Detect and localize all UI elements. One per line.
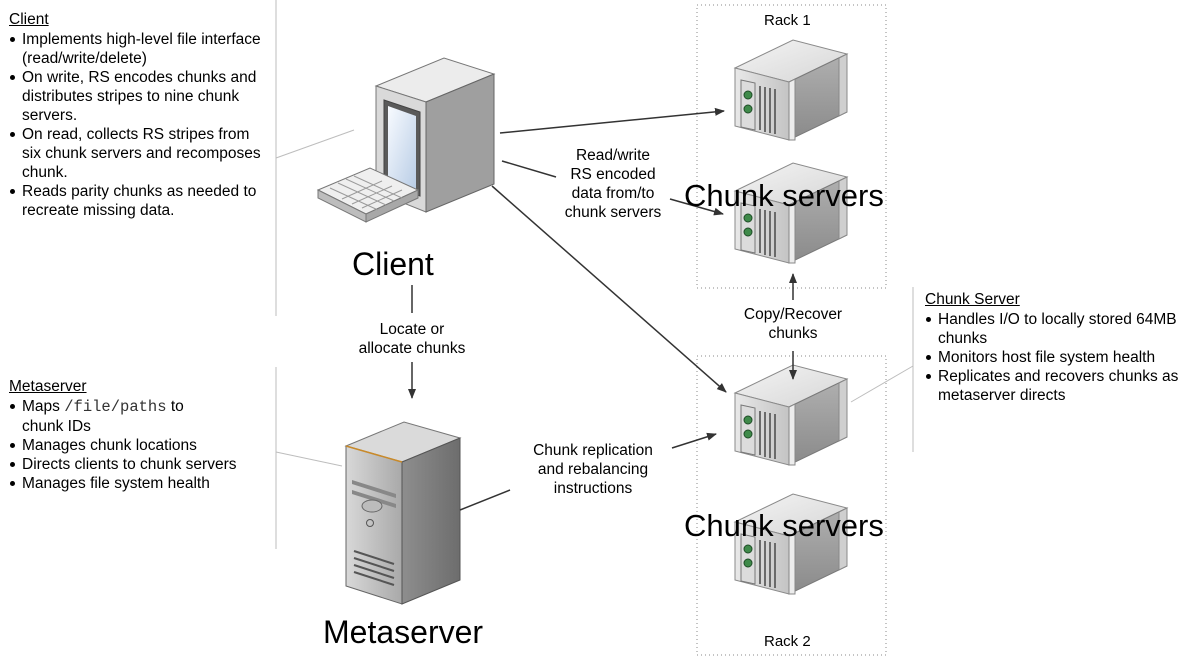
metaserver-tower-icon (344, 421, 462, 605)
client-note-list: Implements high-level file interface (re… (9, 30, 271, 220)
client-note-item: On read, collects RS stripes from six ch… (9, 125, 271, 182)
rack1-server-1-icon (734, 39, 848, 141)
arrow-client-to-rack1-server1 (499, 107, 725, 134)
metaserver-note-item: Manages file system health (9, 474, 271, 493)
chunk-servers-label-rack1: Chunk servers (684, 178, 884, 213)
chunkserver-note-item: Replicates and recovers chunks as metase… (925, 367, 1183, 405)
client-note: Client Implements high-level file interf… (9, 10, 271, 220)
edge-label-line: data from/to (571, 185, 655, 202)
arrow-client-to-rack1-server2-b (669, 198, 724, 216)
chunkserver-note-item: Monitors host file system health (925, 348, 1163, 367)
rack2-server-1-icon (734, 364, 848, 466)
edge-label-line: Copy/Recover (743, 306, 843, 323)
metaserver-note: Metaserver Maps /file/paths to chunk IDs… (9, 377, 271, 493)
client-note-item: On write, RS encodes chunks and distribu… (9, 68, 271, 125)
arrow-metaserver-to-rack2 (459, 489, 511, 511)
client-note-heading: Client (9, 11, 49, 28)
metaserver-note-item: Directs clients to chunk servers (9, 455, 242, 474)
chunk-servers-label-rack2: Chunk servers (684, 508, 884, 543)
chunkserver-note-leader (850, 365, 914, 403)
metaserver-note-item-prefix: Maps (22, 398, 60, 415)
edge-label-line: chunks (768, 325, 818, 342)
client-label: Client (352, 246, 434, 282)
edge-label-line: allocate chunks (358, 340, 466, 357)
chunkserver-note: Chunk Server Handles I/O to locally stor… (925, 290, 1183, 405)
metaserver-label: Metaserver (323, 614, 484, 650)
arrow-metaserver-to-rack2-b (671, 432, 717, 449)
rack2-label: Rack 2 (764, 633, 811, 650)
metaserver-note-heading: Metaserver (9, 378, 87, 395)
chunkserver-note-item: Handles I/O to locally stored 64MB chunk… (925, 310, 1183, 348)
rack1-label: Rack 1 (764, 12, 811, 29)
metaserver-note-item: Manages chunk locations (9, 436, 271, 455)
client-note-item: Implements high-level file interface (re… (9, 30, 271, 68)
edge-label-line: chunk servers (564, 204, 662, 221)
client-computer-icon (316, 57, 496, 223)
replication-edge-label: Chunk replication and rebalancing instru… (508, 441, 678, 498)
edge-label-line: and rebalancing (537, 461, 649, 478)
metaserver-note-leader (275, 451, 343, 467)
arrow-client-to-rack1-server2 (501, 160, 557, 178)
edge-label-line: Chunk replication (533, 442, 653, 459)
client-chunk-edge-label: Read/write RS encoded data from/to chunk… (548, 146, 678, 222)
file-path-code: /file/paths (64, 398, 167, 416)
edge-label-line: Read/write (575, 147, 651, 164)
chunkserver-note-list: Handles I/O to locally stored 64MB chunk… (925, 310, 1183, 405)
copy-recover-edge-label: Copy/Recover chunks (728, 305, 858, 343)
chunkserver-note-heading: Chunk Server (925, 291, 1020, 308)
locate-edge-label: Locate or allocate chunks (342, 320, 482, 358)
metaserver-note-item: Maps /file/paths to chunk IDs (9, 397, 222, 436)
client-note-leader (275, 129, 355, 159)
arrow-client-to-rack2 (491, 185, 727, 393)
edge-label-line: RS encoded (570, 166, 656, 183)
edge-label-line: Locate or (379, 321, 445, 338)
metaserver-note-list: Maps /file/paths to chunk IDs Manages ch… (9, 397, 271, 493)
edge-label-line: instructions (553, 480, 633, 497)
client-note-item: Reads parity chunks as needed to recreat… (9, 182, 271, 220)
metaserver-note-item-suffix: to chunk IDs (22, 398, 184, 435)
